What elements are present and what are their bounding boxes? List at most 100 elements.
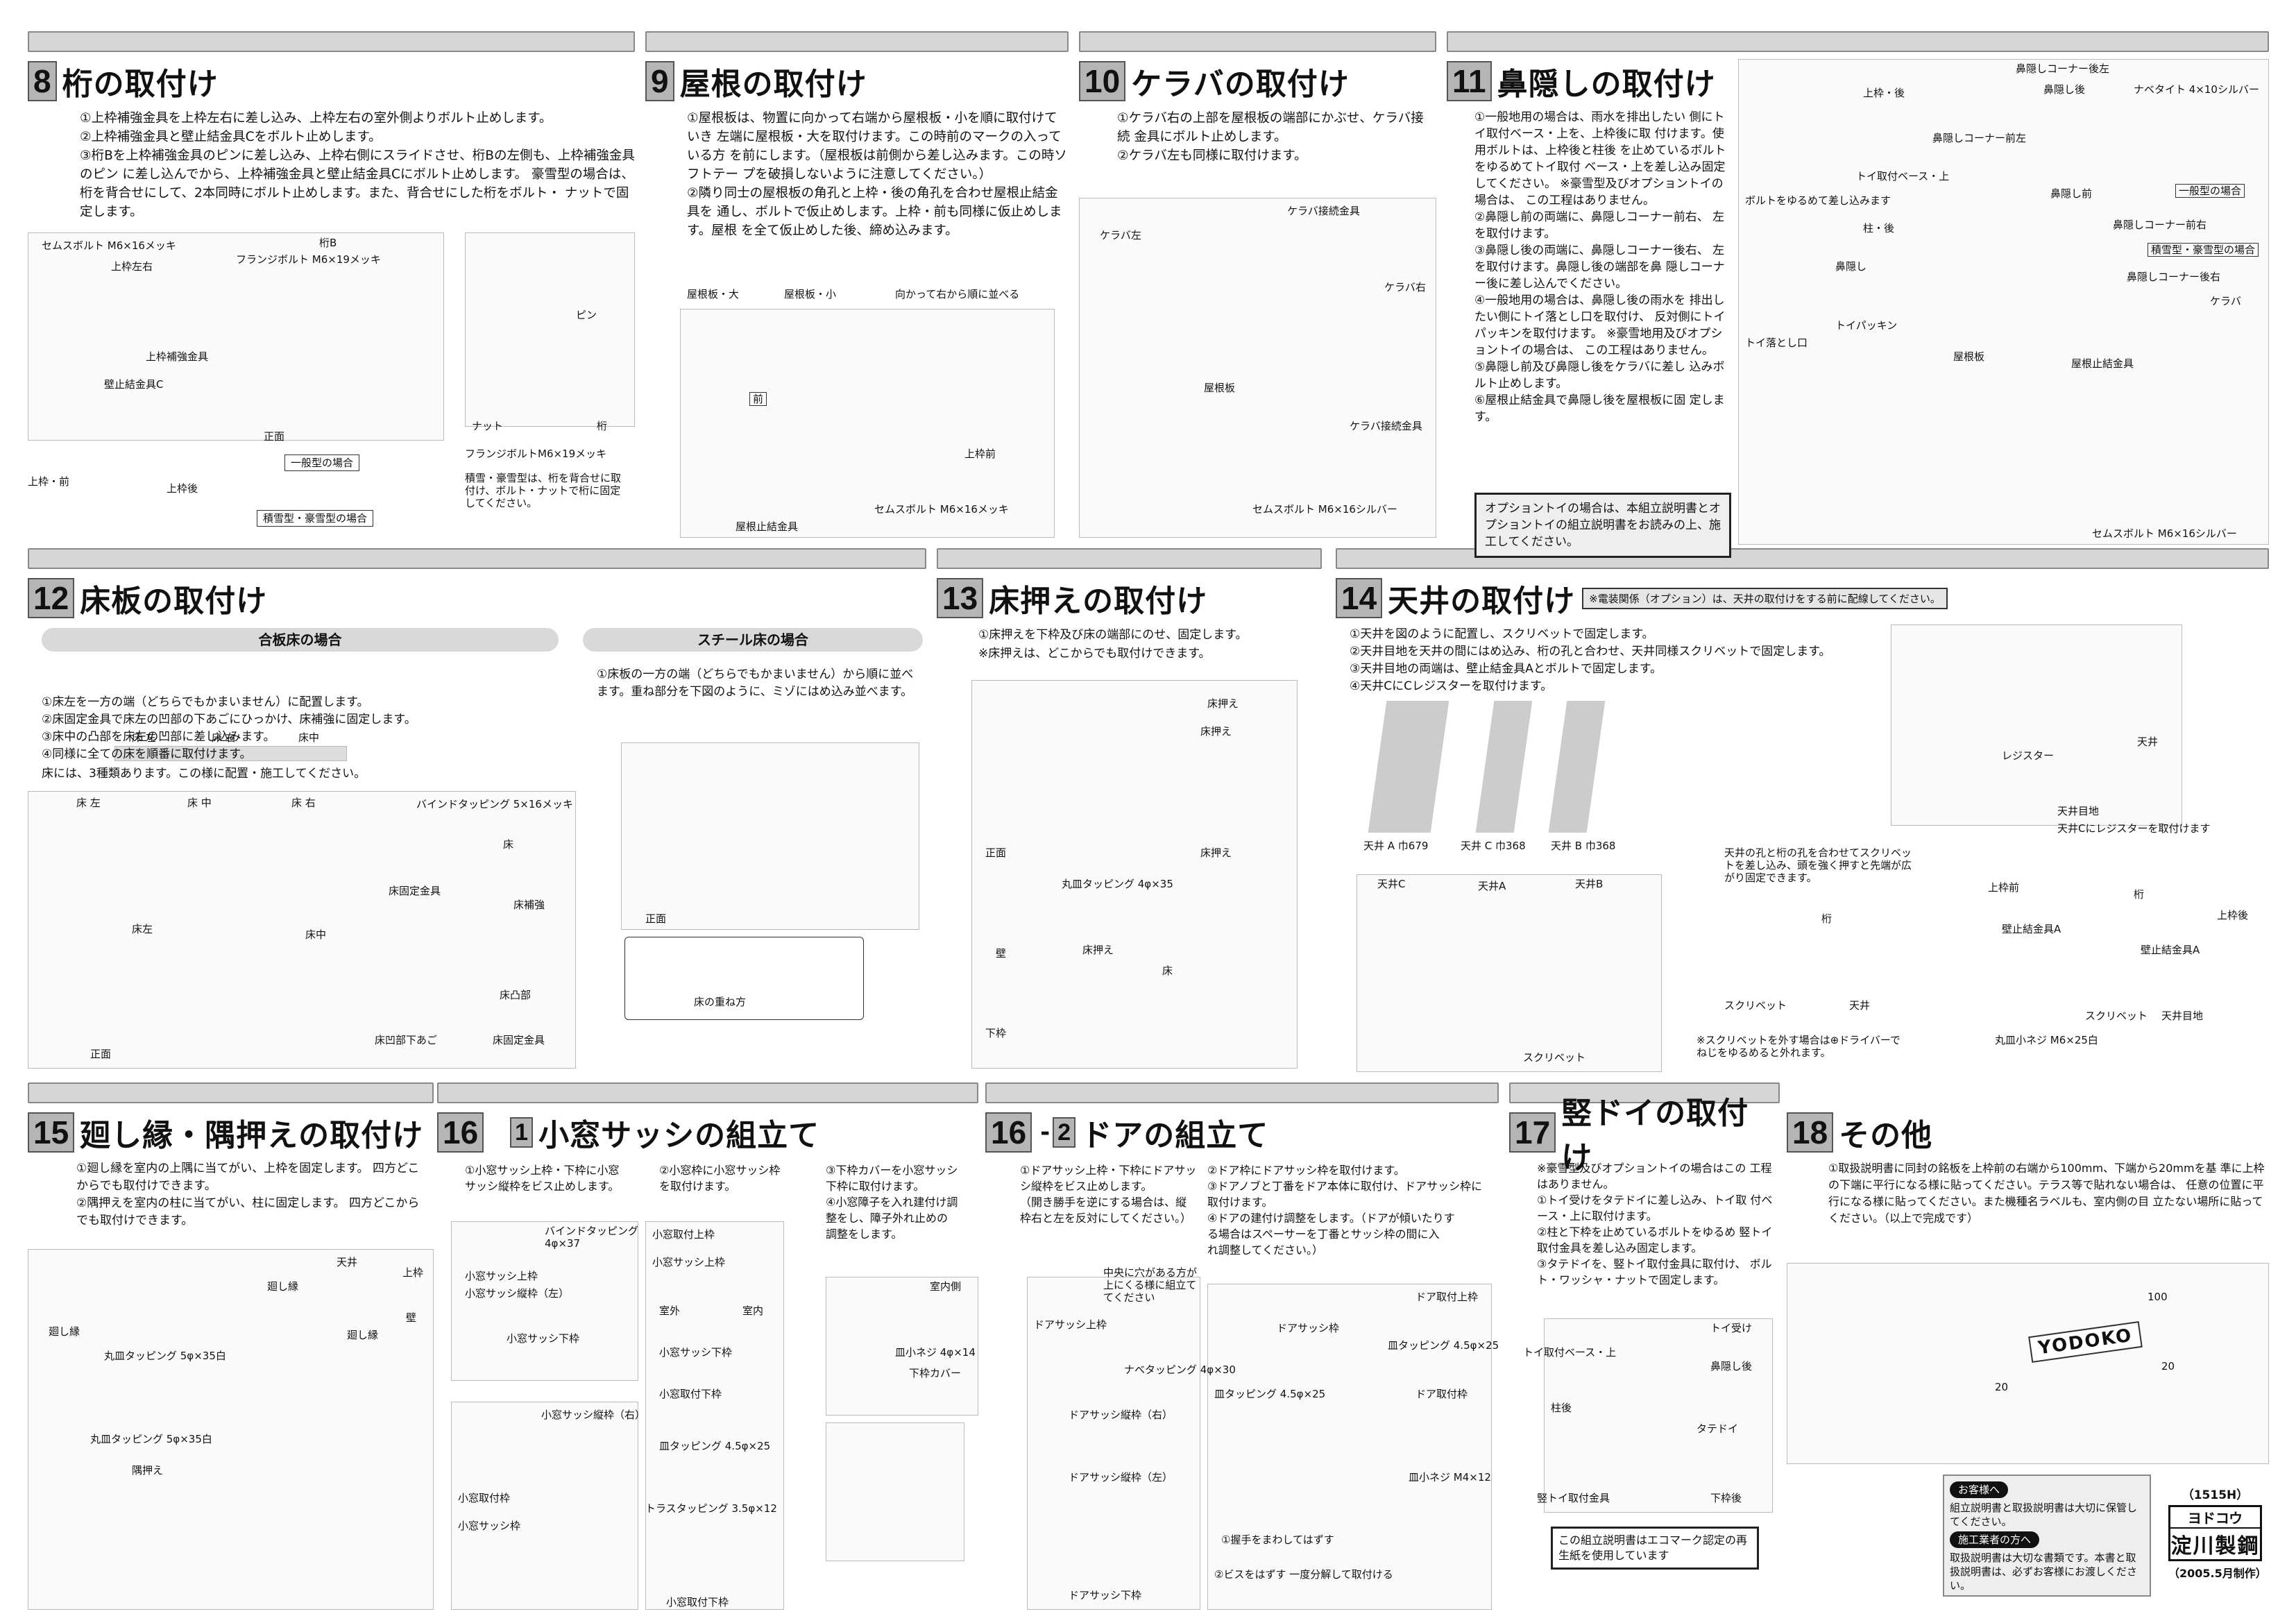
step-number: 16 xyxy=(437,1112,484,1153)
section-title: 床板の取付け xyxy=(80,584,268,619)
label: 上枠補強金具 xyxy=(146,350,209,363)
label: 皿タッピング 4.5φ×25 xyxy=(1388,1339,1499,1352)
label: 天井Cにレジスターを取付けます xyxy=(2057,822,2211,835)
label: 天井B xyxy=(1575,878,1604,890)
label: ケラバ接続金具 xyxy=(1350,420,1422,432)
window-install-diagram xyxy=(451,1402,638,1610)
step: ①ドアサッシ上枠・下枠にドアサッ シ縦枠をビス止めします。 （開き勝手を逆にする… xyxy=(1020,1164,1197,1225)
label: トイ落とし口 xyxy=(1745,337,1808,349)
label: セムスボルト M6×16シルバー xyxy=(2092,527,2237,540)
step: ②ドア枠にドアサッシ枠を取付けます。 ③ドアノブと丁番をドア本体に取付け、ドアサ… xyxy=(1207,1164,1483,1257)
label: ケラバ右 xyxy=(1384,281,1426,294)
section-title: 屋根の取付け xyxy=(679,67,867,102)
eco-mark-note: この組立説明書はエコマーク認定の再生紙を使用しています xyxy=(1551,1527,1759,1570)
label: 小窓取付下枠 xyxy=(659,1388,722,1400)
label: 正面 xyxy=(264,430,285,443)
label: 室外 xyxy=(659,1305,681,1317)
roof-diagram xyxy=(680,309,1055,538)
label: 上枠後 xyxy=(167,482,198,495)
step: ②隅押えを室内の柱に当てがい、柱に固定します。 四方どこからでも取付けできます。 xyxy=(76,1196,420,1227)
sub-step-number: 1 xyxy=(510,1117,534,1148)
label: ナット xyxy=(472,420,504,432)
installer-tag: 施工業者の方へ xyxy=(1950,1531,2040,1548)
label: 屋根板 xyxy=(1953,350,1985,363)
label: ボルトをゆるめて差し込みます xyxy=(1745,194,1891,207)
step: ②ケラバ左も同様に取付けます。 xyxy=(1117,148,1307,163)
beam-diagram xyxy=(28,232,444,441)
label: ドアサッシ縦枠（左） xyxy=(1069,1471,1173,1484)
model-number: （1515H） xyxy=(2182,1488,2249,1502)
step: ③床中の凸部を床左の凹部に差し込みます。 xyxy=(42,730,275,744)
label: 一般型の場合 xyxy=(2175,184,2245,198)
sub-step-number: 2 xyxy=(1053,1117,1076,1148)
section-header-bar xyxy=(985,1082,1499,1103)
label: タテドイ xyxy=(1697,1422,1739,1435)
door-install-diagram xyxy=(1207,1284,1492,1610)
label: 屋根板 xyxy=(1204,382,1236,394)
label: セムスボルト M6×16シルバー xyxy=(1252,503,1397,516)
label: 床凸部 xyxy=(500,989,532,1001)
ceiling-panel-b xyxy=(1548,701,1606,833)
label: 柱・後 xyxy=(1863,222,1895,235)
label: 天井 B 巾368 xyxy=(1551,840,1616,852)
ceiling-panel-c xyxy=(1475,701,1533,833)
label: 正面 xyxy=(90,1048,112,1060)
label: 皿タッピング 4.5φ×25 xyxy=(1214,1388,1326,1400)
label: 丸皿タッピング 5φ×35白 xyxy=(104,1350,226,1362)
label: 向かって右から順に並べる xyxy=(895,288,1020,300)
label: 下枠カバー xyxy=(909,1367,962,1379)
label: ケラバ接続金具 xyxy=(1287,205,1360,217)
label: 天井 A 巾679 xyxy=(1363,840,1429,852)
label: 竪トイ取付金具 xyxy=(1537,1492,1610,1504)
label: ナベタイト 4×10シルバー xyxy=(2134,83,2259,96)
label: セムスボルト M6×16メッキ xyxy=(874,503,1009,516)
label: 壁 xyxy=(996,947,1007,960)
label: レジスター xyxy=(2002,749,2055,762)
label: フランジボルト M6×19メッキ xyxy=(236,253,381,266)
label: 屋根板・小 xyxy=(784,288,837,300)
label: 皿小ネジ M4×12 xyxy=(1409,1471,1491,1484)
installer-text: 取扱説明書は大切な書類です。本書と取扱説明書は、必ずお客様にお渡しください。 xyxy=(1950,1552,2138,1592)
section-header-bar xyxy=(1336,548,2269,569)
label: トイ取付ベース・上 xyxy=(1856,170,1950,182)
label: 鼻隠し後 xyxy=(2043,83,2086,96)
label: 小窓サッシ縦枠（右） xyxy=(541,1409,646,1421)
label: 100 xyxy=(2148,1291,2168,1303)
label: 天井の孔と桁の孔を合わせてスクリベットを差し込み、頭を強く押すと先端が広がり固定… xyxy=(1724,847,1912,884)
label: トイ取付ベース・上 xyxy=(1523,1346,1617,1359)
section-header-bar xyxy=(1079,31,1436,52)
label: 正面 xyxy=(985,847,1007,859)
production-date: （2005.5月制作） xyxy=(2168,1567,2267,1580)
label: 下枠後 xyxy=(1710,1492,1742,1504)
label: ドアサッシ上枠 xyxy=(1034,1318,1107,1331)
brand-logo: ヨドコウ 淀川製鋼 xyxy=(2168,1505,2262,1561)
step: ①床左を一方の端（どちらでもかまいません）に配置します。 xyxy=(42,695,369,709)
label: 床 中 xyxy=(187,797,212,809)
section-header-bar xyxy=(1447,31,2269,52)
label: 小窓サッシ上枠 xyxy=(652,1256,726,1268)
step: ①トイ受けをタテドイに差し込み、トイ取 付ベース・上に取付けます。 xyxy=(1537,1193,1773,1223)
label: 壁止結金具C xyxy=(104,378,164,391)
section-title: ドアの組立て xyxy=(1081,1118,1269,1153)
label: 壁止結金具A xyxy=(2141,944,2200,956)
step: ①床板の一方の端（どちらでもかまいません）から順に並べ ます。重ね部分を下図のよ… xyxy=(597,668,914,699)
label: 一般型の場合 xyxy=(284,454,360,471)
label: 天井目地 xyxy=(2161,1010,2204,1022)
customer-notice-box: お客様へ 組立説明書と取扱説明書は大切に保管してください。 施工業者の方へ 取扱… xyxy=(1943,1475,2151,1597)
step: ①一般地用の場合は、雨水を排出したい 側にトイ取付ベース・上を、上枠後に取 付け… xyxy=(1474,110,1726,207)
label: 鼻隠しコーナー後右 xyxy=(2127,271,2221,283)
pin-detail-diagram xyxy=(465,232,635,427)
barge-diagram xyxy=(1079,198,1436,538)
label: 小窓サッシ下枠 xyxy=(659,1346,733,1359)
label: スクリベット xyxy=(2085,1010,2148,1022)
label: 小窓取付枠 xyxy=(458,1492,511,1504)
label: 壁止結金具A xyxy=(2002,923,2061,935)
label: ドアサッシ縦枠（右） xyxy=(1069,1409,1173,1421)
step-number: 13 xyxy=(937,578,984,618)
